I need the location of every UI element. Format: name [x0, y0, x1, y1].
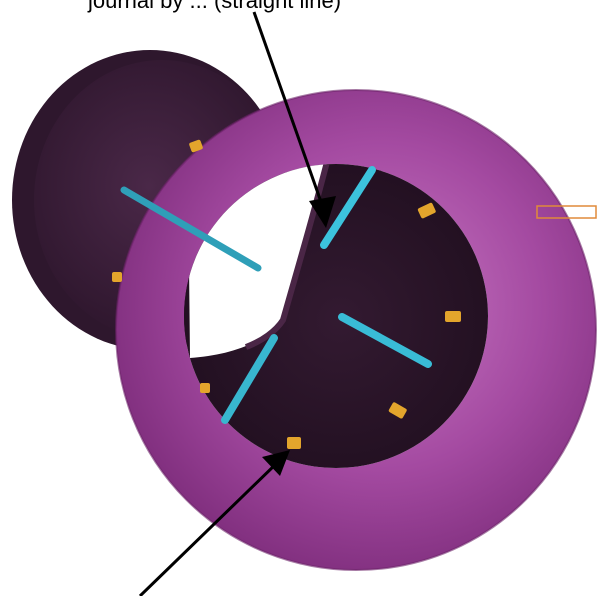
top-caption: journal by ... (straight line) — [10, 0, 603, 14]
pad — [445, 311, 461, 322]
pad — [287, 437, 301, 449]
pad — [112, 272, 122, 282]
pad — [200, 383, 210, 393]
